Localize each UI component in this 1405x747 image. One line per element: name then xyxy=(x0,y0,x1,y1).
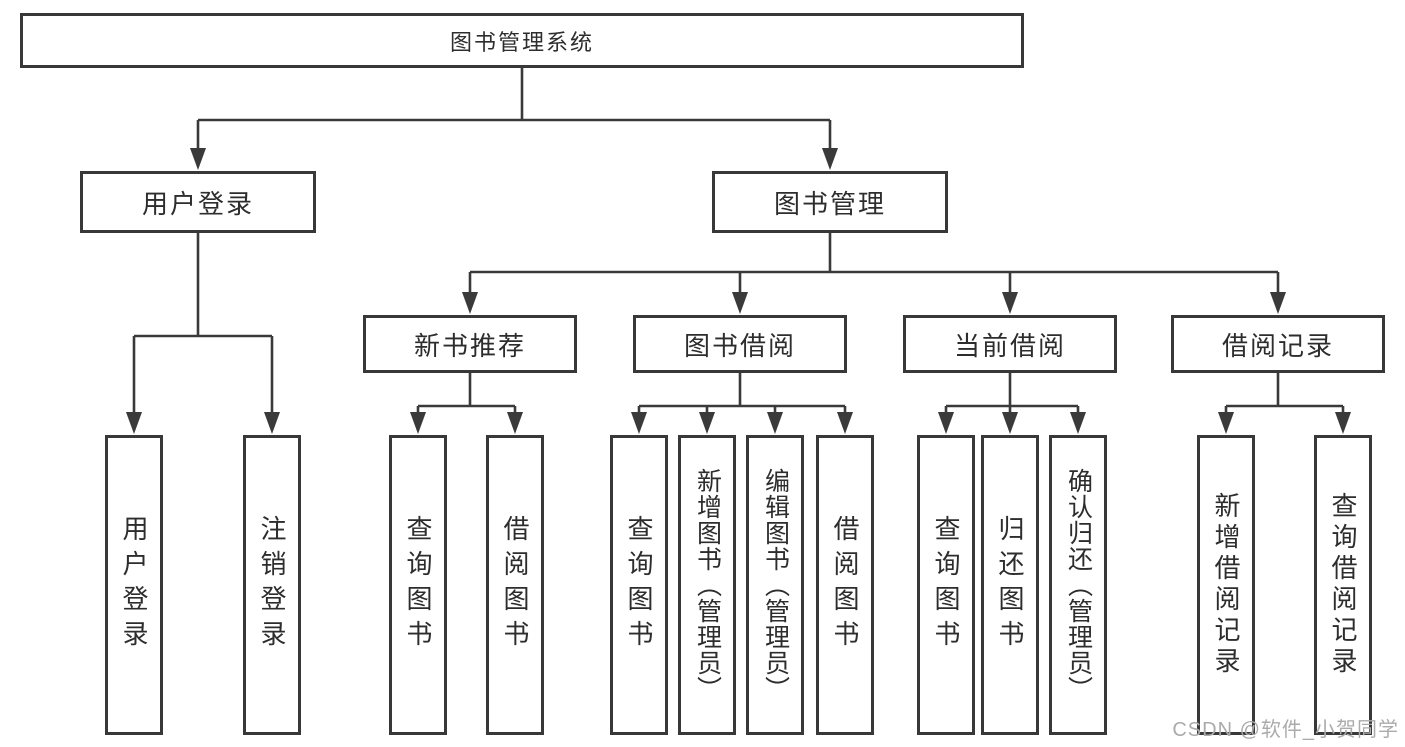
node-label: 借阅记录 xyxy=(1221,330,1334,361)
node-label: 查询图书 xyxy=(403,515,433,655)
node-label: 当前借阅 xyxy=(953,330,1066,361)
leaf-query-books-borrow: 查询图书 xyxy=(610,435,668,735)
node-label: 图书管理系统 xyxy=(449,29,594,55)
leaf-query-borrow-record: 查询借阅记录 xyxy=(1314,435,1372,735)
leaf-confirm-return-admin: 确认归还（管理员） xyxy=(1049,435,1107,735)
node-current-borrowing: 当前借阅 xyxy=(903,315,1117,373)
connector-book-borrow-to-leaves xyxy=(631,373,853,434)
node-label: 借阅图书 xyxy=(830,515,860,655)
connector-user-login-to-leaves xyxy=(126,233,280,434)
node-label: 查询借阅记录 xyxy=(1328,492,1358,678)
node-label: 用户登录 xyxy=(141,188,254,219)
leaf-return-books: 归还图书 xyxy=(981,435,1039,735)
leaf-borrow-books: 借阅图书 xyxy=(816,435,874,735)
node-borrowing-records: 借阅记录 xyxy=(1171,315,1385,373)
leaf-query-books-recommend: 查询图书 xyxy=(389,435,447,735)
node-label: 图书管理 xyxy=(773,188,886,219)
node-label: 归还图书 xyxy=(995,515,1025,655)
node-label: 确认归还（管理员） xyxy=(1064,468,1093,702)
node-label: 新增图书（管理员） xyxy=(693,468,722,702)
connector-borrow-records-to-leaves xyxy=(1218,373,1351,434)
node-label: 新书推荐 xyxy=(413,330,526,361)
node-new-book-recommend: 新书推荐 xyxy=(363,315,577,373)
connector-root-to-branches xyxy=(190,68,838,170)
connector-new-book-to-leaves xyxy=(410,373,523,434)
leaf-user-login: 用户登录 xyxy=(105,435,163,735)
node-label: 注销登录 xyxy=(257,515,287,655)
leaf-borrow-books-recommend: 借阅图书 xyxy=(486,435,544,735)
node-label: 编辑图书（管理员） xyxy=(761,468,790,702)
leaf-add-books-admin: 新增图书（管理员） xyxy=(678,435,736,735)
leaf-edit-books-admin: 编辑图书（管理员） xyxy=(746,435,804,735)
node-book-management-branch: 图书管理 xyxy=(712,171,948,233)
node-label: 图书借阅 xyxy=(683,330,796,361)
leaf-logout: 注销登录 xyxy=(243,435,301,735)
node-library-management-system: 图书管理系统 xyxy=(20,13,1024,68)
leaf-add-borrow-record: 新增借阅记录 xyxy=(1197,435,1255,735)
node-label: 用户登录 xyxy=(119,515,149,655)
connector-book-mgmt-to-sections xyxy=(462,233,1286,314)
node-label: 查询图书 xyxy=(931,515,961,655)
node-label: 新增借阅记录 xyxy=(1211,492,1241,678)
node-label: 查询图书 xyxy=(624,515,654,655)
node-user-login-branch: 用户登录 xyxy=(80,171,316,233)
connector-current-borrow-to-leaves xyxy=(938,373,1086,434)
leaf-query-books-current: 查询图书 xyxy=(917,435,975,735)
node-label: 借阅图书 xyxy=(500,515,530,655)
node-book-borrowing: 图书借阅 xyxy=(633,315,847,373)
csdn-watermark: CSDN @软件_小贺同学 xyxy=(1172,719,1399,741)
